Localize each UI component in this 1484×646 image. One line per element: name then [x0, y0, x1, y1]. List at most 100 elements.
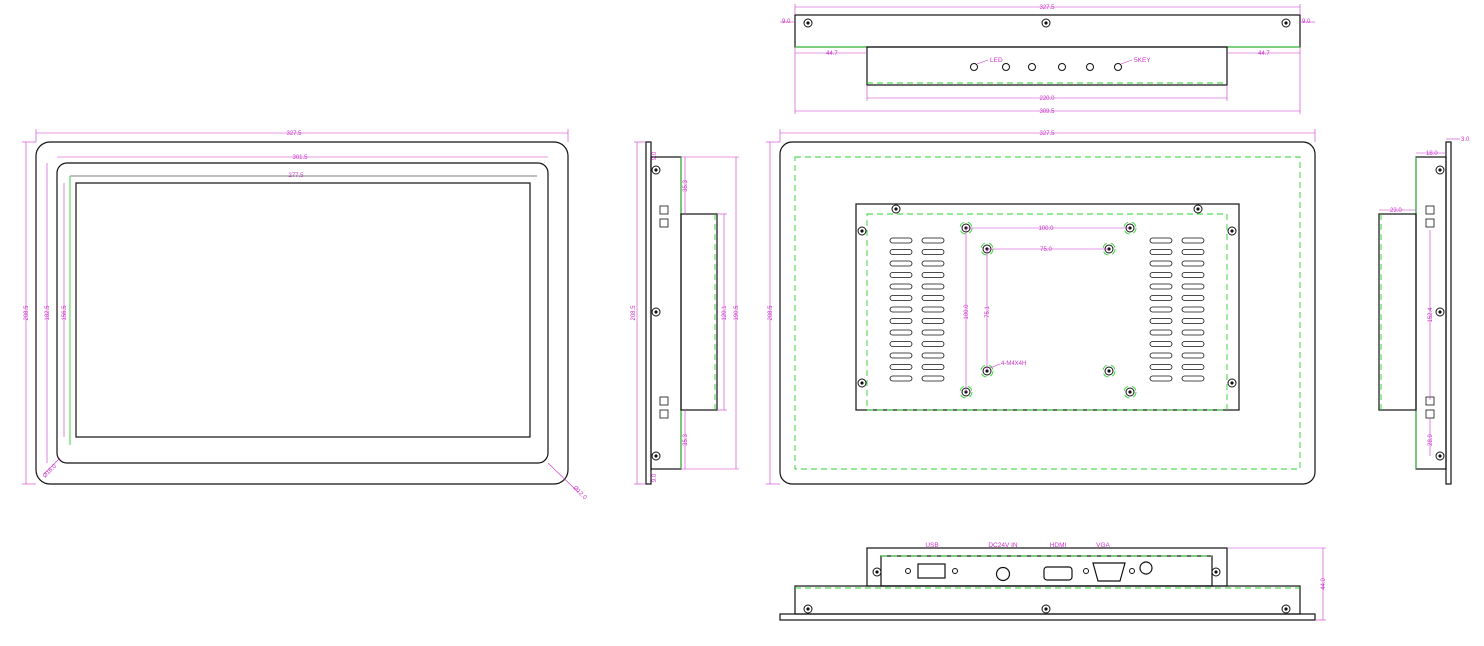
side-right-thickness: 3.0 [1461, 137, 1470, 143]
vent-slot [921, 283, 945, 290]
vent-slot [921, 237, 945, 244]
vent-slot [889, 364, 913, 370]
top-width-outer: 327.5 [1039, 5, 1055, 11]
vent-slot [1149, 272, 1173, 278]
top-offset-right: 44.7 [1258, 51, 1270, 57]
front-bezel-inner [56, 162, 549, 464]
back-height: 208.5 [768, 305, 774, 321]
side-left-offset-bottom: 35.3 [683, 434, 689, 446]
port-label-vga: VGA [1096, 542, 1110, 549]
vent-slot [1181, 341, 1205, 347]
port-label-usb: USB [925, 542, 938, 549]
vga-port [1092, 562, 1126, 582]
vent-slot [1149, 283, 1173, 290]
vent-slot [889, 329, 913, 336]
vent-slot [1149, 260, 1173, 267]
vent-slot [1149, 249, 1173, 255]
side-left-box-height: 120.1 [722, 305, 728, 321]
vent-slot [1181, 364, 1205, 370]
vent-slot [1181, 260, 1205, 267]
vent-slot [889, 375, 913, 382]
vent-slot [921, 272, 945, 278]
top-offset-left: 44.7 [826, 51, 838, 57]
top-mount-width: 309.5 [1039, 109, 1055, 115]
vent-slot [1181, 295, 1205, 301]
vesa-75-height: 75.1 [985, 306, 991, 318]
front-height-bezel: 182.5 [45, 305, 51, 321]
vent-slot [1181, 375, 1205, 382]
hdmi-port [1043, 566, 1073, 581]
vent-slot [921, 352, 945, 359]
key-label: 5KEY [1134, 57, 1151, 64]
front-width-screen: 277.5 [288, 173, 304, 179]
vent-slot [1181, 237, 1205, 244]
front-height-outer: 208.5 [24, 305, 30, 321]
bottom-height: 44.0 [1321, 578, 1327, 590]
vent-slot [1149, 341, 1173, 347]
vent-slot [1149, 295, 1173, 301]
usb-port [917, 563, 946, 579]
side-view-right: 3.0 18.0 23.0 152.4 28.9 [1378, 137, 1470, 485]
vent-slots-left [889, 237, 945, 382]
back-view: 100.0 75.0 100.0 75.1 4-M4X4H 327.5 208.… [766, 129, 1316, 485]
side-left-panel [645, 141, 652, 485]
top-box-width: 220.0 [1039, 96, 1055, 102]
vent-slot [921, 318, 945, 324]
vent-slot [889, 341, 913, 347]
vent-slot [1181, 249, 1205, 255]
vent-slot [921, 295, 945, 301]
dc-power-port [995, 566, 1011, 582]
bottom-panel [779, 613, 1316, 621]
side-left-box [680, 213, 718, 411]
vesa-100-height: 100.0 [964, 304, 970, 320]
side-right-height: 152.4 [1428, 307, 1434, 323]
vent-slot [921, 341, 945, 347]
back-width: 327.5 [1039, 131, 1055, 137]
vent-slot [921, 249, 945, 255]
port-label-dc: DC24V IN [988, 542, 1018, 549]
vesa-100-width: 100.0 [1038, 226, 1054, 232]
front-width-outer: 327.5 [286, 131, 302, 137]
side-left-frame-height: 190.5 [734, 305, 740, 321]
vent-slot [1149, 375, 1173, 382]
vent-slot [889, 283, 913, 290]
vent-slot [889, 352, 913, 359]
vent-slot [889, 318, 913, 324]
led-indicator [970, 63, 978, 71]
vent-slot [1149, 306, 1173, 313]
vent-slot [921, 260, 945, 267]
side-right-depth: 18.0 [1426, 151, 1438, 157]
side-right-offset: 28.9 [1428, 434, 1434, 446]
vent-slot [921, 329, 945, 336]
vent-slot [1181, 329, 1205, 336]
top-view: LED 5KEY 327.5 9.0 9.0 44.7 44.7 220.0 3… [780, 4, 1315, 115]
vent-slot [1149, 318, 1173, 324]
led-label: LED [990, 57, 1003, 64]
top-edge-right: 9.0 [1302, 19, 1311, 25]
vent-slot [1181, 352, 1205, 359]
vent-slot [889, 260, 913, 267]
side-left-height: 208.5 [631, 305, 637, 321]
front-height-screen: 156.5 [62, 305, 68, 321]
vent-slot [889, 272, 913, 278]
front-radius-inner: Ø16.0 [42, 463, 58, 479]
top-edge-left: 9.0 [782, 19, 791, 25]
vent-slot [1181, 272, 1205, 278]
side-right-box [1378, 213, 1417, 411]
audio-port [1139, 561, 1153, 575]
vent-slot [1149, 364, 1173, 370]
side-left-offset-top: 35.3 [683, 180, 689, 192]
vent-slot [889, 249, 913, 255]
vent-slot [889, 295, 913, 301]
vent-slot [1149, 352, 1173, 359]
vent-slot [889, 237, 913, 244]
vent-slot [921, 375, 945, 382]
vesa-screw-label: 4-M4X4H [1001, 361, 1026, 367]
front-radius-outer: Ø12.0 [572, 485, 588, 501]
bottom-view: USB DC24V IN HDMI VGA 44.0 [779, 542, 1327, 621]
side-right-panel [1445, 141, 1452, 485]
back-frame [794, 156, 1301, 470]
side-left-depth-top: 9.0 [652, 151, 658, 160]
vent-slot [1181, 283, 1205, 290]
vent-slot [889, 306, 913, 313]
